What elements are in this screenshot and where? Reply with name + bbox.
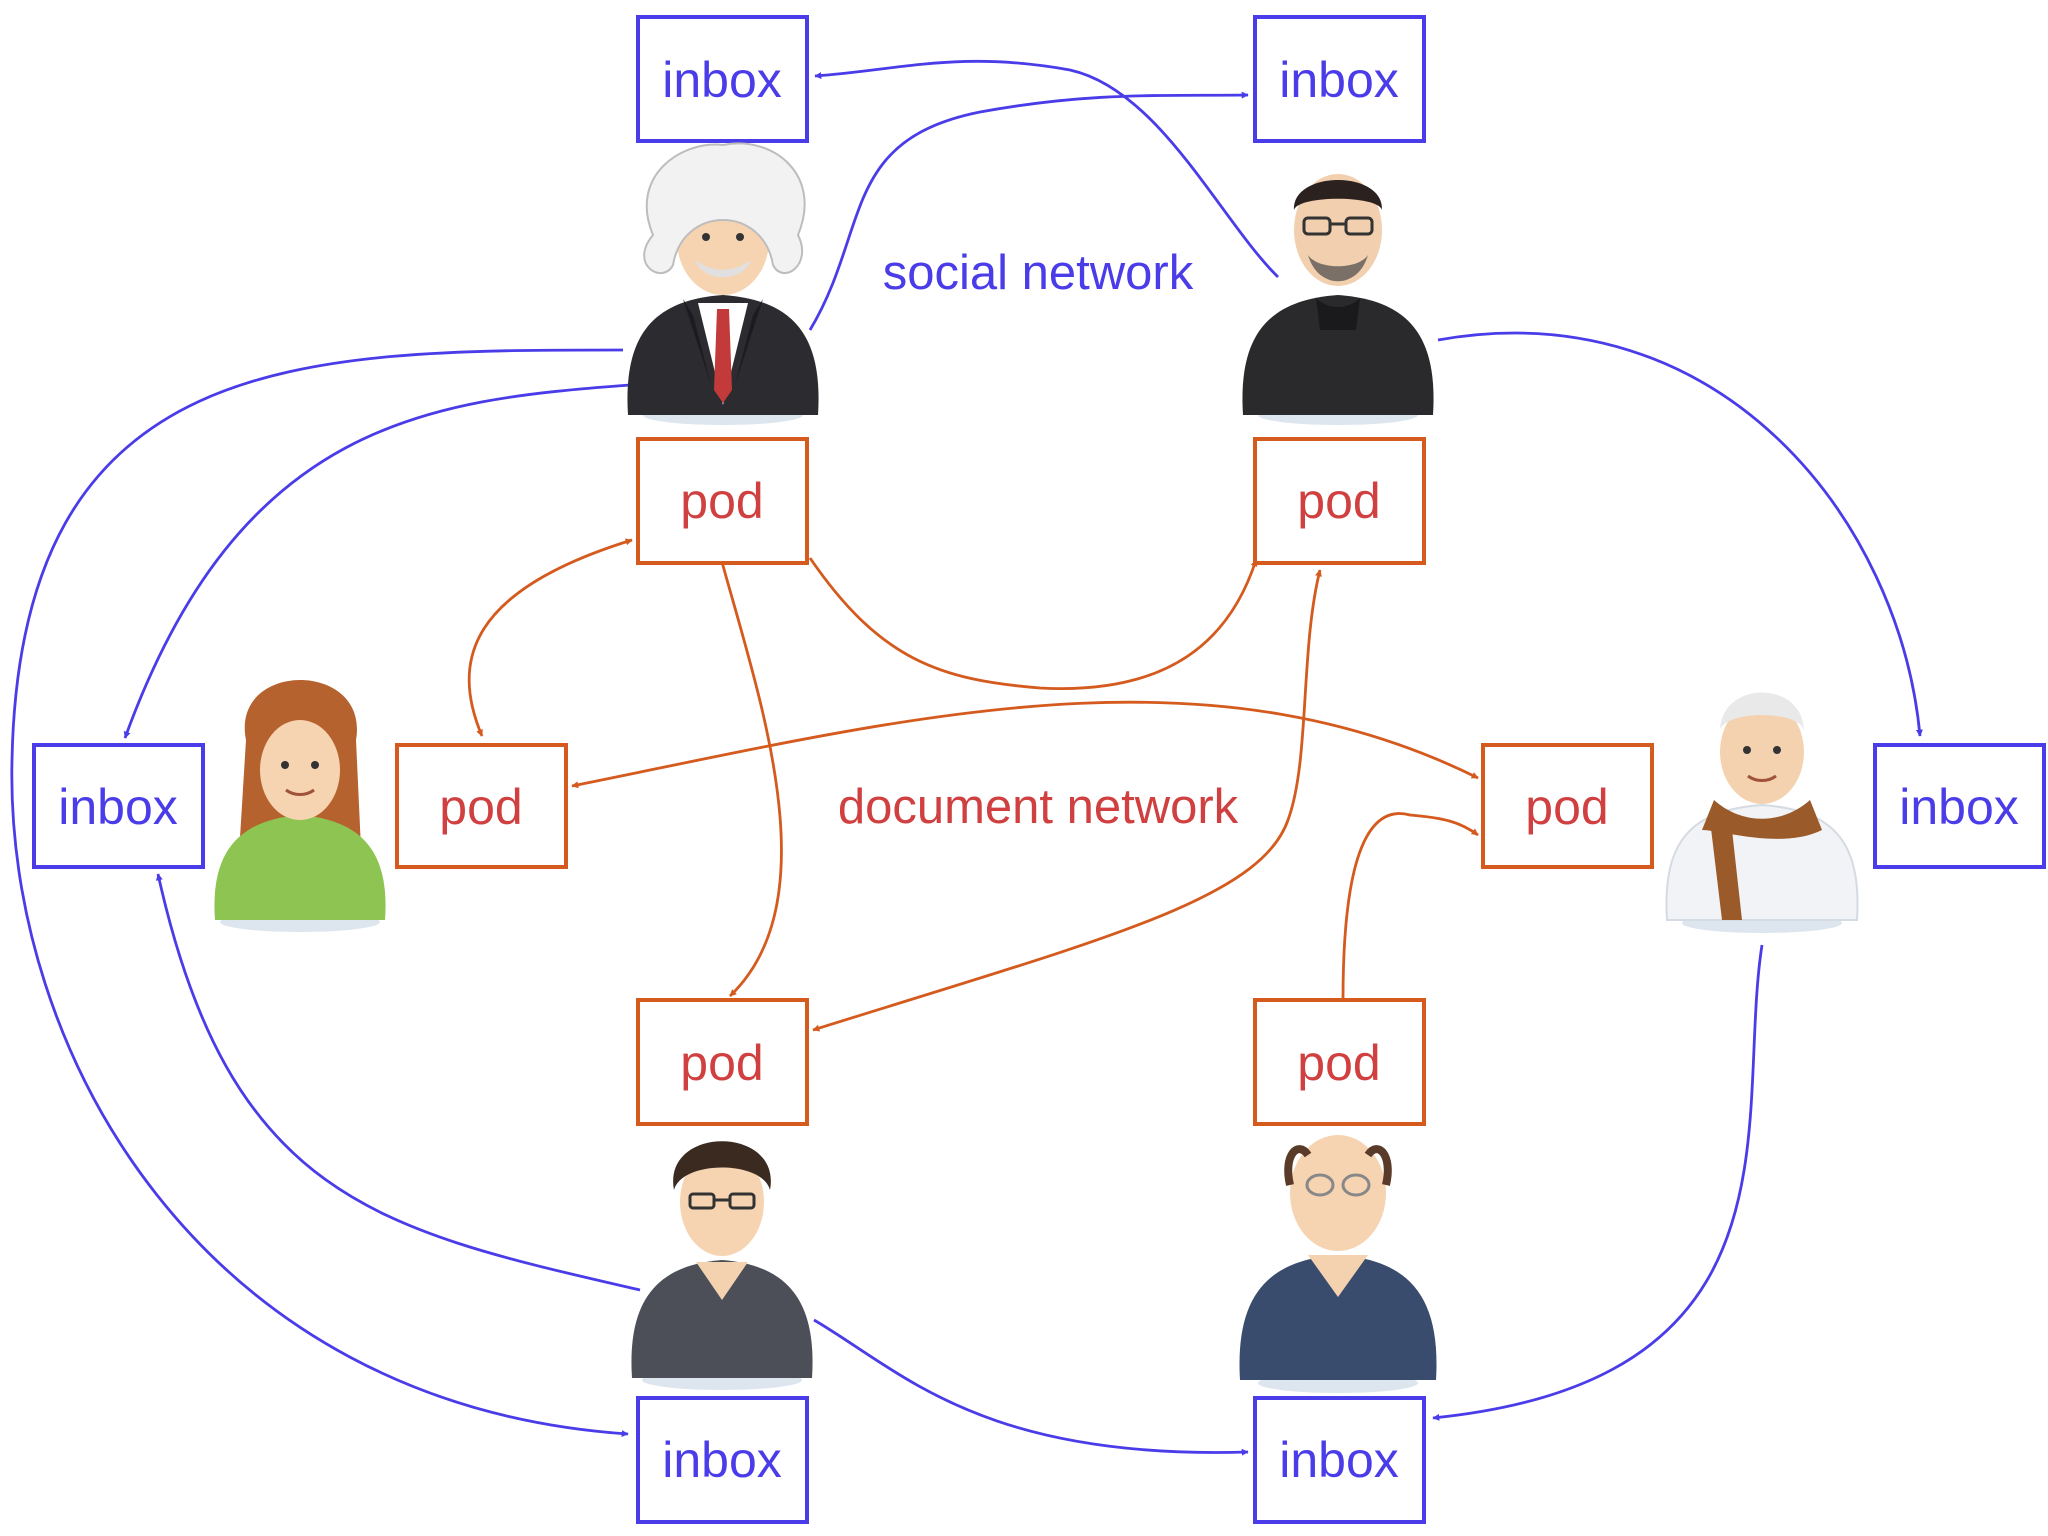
inbox-top-left: inbox [636, 15, 809, 143]
inbox-label: inbox [1279, 52, 1399, 108]
einstein-avatar-icon [627, 142, 819, 425]
pod-label: pod [439, 779, 522, 835]
link-pod-left-pod-right [571, 700, 1479, 789]
link-elder-to-inbox-bottom-right [1432, 944, 1764, 1421]
inbox-label: inbox [1899, 779, 2019, 835]
link-pod-bottom-right-to-pod-right [1341, 812, 1479, 1001]
inbox-label: inbox [662, 1432, 782, 1488]
inbox-left: inbox [32, 743, 205, 869]
inbox-bottom-right: inbox [1253, 1396, 1426, 1524]
inbox-label: inbox [662, 52, 782, 108]
pod-top-right: pod [1253, 437, 1426, 565]
document-network-links [467, 538, 1479, 1032]
pod-right: pod [1481, 743, 1654, 869]
link-pod-top-left-pod-left [467, 538, 633, 737]
bald-glasses-man-avatar-icon [1239, 1135, 1437, 1393]
pod-top-left: pod [636, 437, 809, 565]
pod-bottom-left: pod [636, 998, 809, 1126]
link-einstein-to-inbox-top-right [808, 91, 1249, 331]
link-bearded-to-inbox-top-left [814, 59, 1279, 278]
link-short-hair-to-inbox-left [155, 873, 641, 1292]
pod-left: pod [395, 743, 568, 869]
link-pod-top-left-to-pod-top-right [808, 557, 1258, 690]
inbox-bottom-left: inbox [636, 1396, 809, 1524]
link-pod-top-left-to-pod-bottom-left [720, 561, 783, 998]
inbox-right: inbox [1873, 743, 2046, 869]
pod-label: pod [1525, 779, 1608, 835]
document-network-caption: document network [838, 780, 1239, 834]
link-einstein-to-inbox-left [123, 383, 631, 739]
link-bearded-to-inbox-right [1437, 331, 1923, 737]
long-hair-woman-avatar-icon [214, 680, 386, 932]
social-network-caption: social network [883, 246, 1194, 300]
scarf-elder-avatar-icon [1665, 692, 1859, 933]
inbox-label: inbox [58, 779, 178, 835]
social-network-links [10, 59, 1923, 1456]
pod-label: pod [1297, 473, 1380, 529]
pod-bottom-right: pod [1253, 998, 1426, 1126]
pod-label: pod [680, 473, 763, 529]
link-pod-bottom-left-pod-top-right [812, 569, 1322, 1032]
link-short-hair-to-inbox-bottom-right [813, 1318, 1249, 1456]
bearded-man-avatar-icon [1242, 174, 1434, 425]
pod-label: pod [1297, 1035, 1380, 1091]
inbox-top-right: inbox [1253, 15, 1426, 143]
glasses-short-hair-avatar-icon [631, 1141, 813, 1390]
pod-label: pod [680, 1035, 763, 1091]
link-einstein-to-inbox-bottom-left [10, 348, 629, 1438]
inbox-label: inbox [1279, 1432, 1399, 1488]
